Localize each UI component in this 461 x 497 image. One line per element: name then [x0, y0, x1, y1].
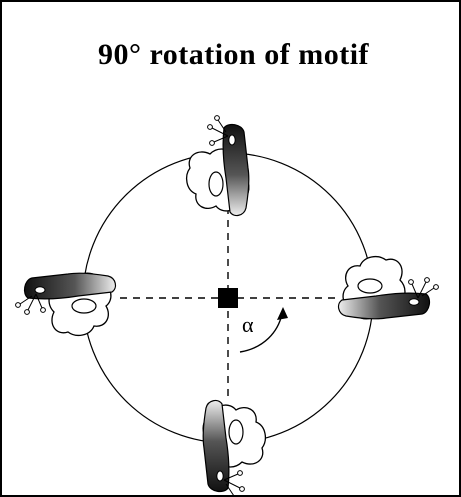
motif-top	[185, 114, 250, 217]
motif-right	[337, 255, 440, 320]
rotation-axis-marker	[218, 288, 238, 308]
motif-left	[14, 272, 117, 337]
angle-arrowhead	[277, 307, 288, 320]
motif-bottom	[202, 399, 267, 495]
figure-title: 90° rotation of motif	[97, 38, 370, 71]
angle-label: α	[242, 312, 254, 337]
